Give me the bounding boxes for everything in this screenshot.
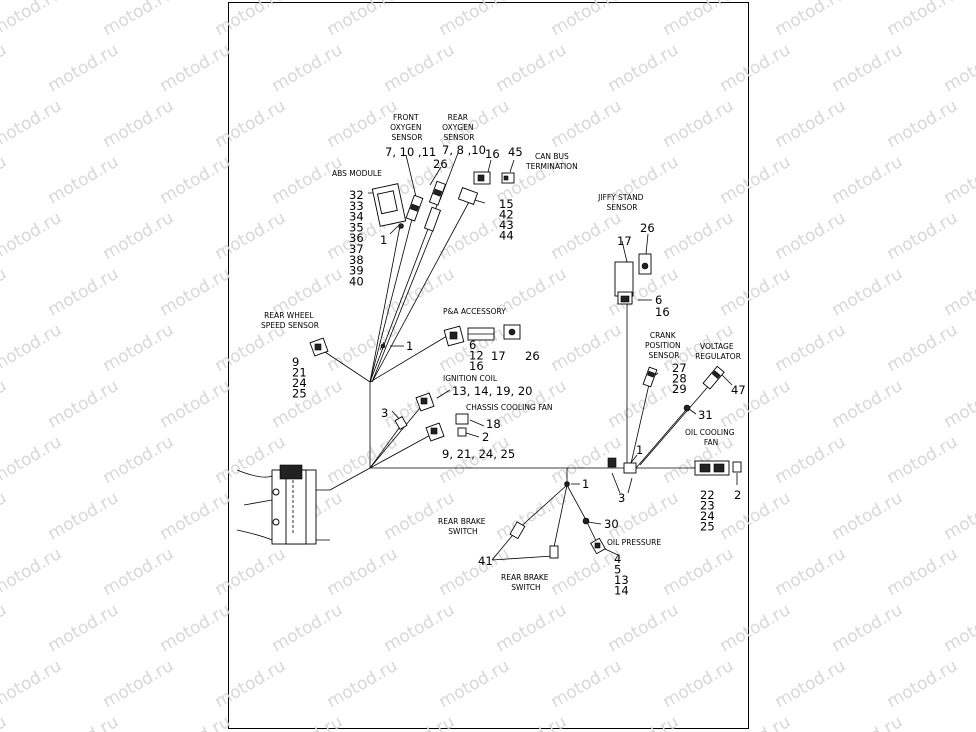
callout-18: 18 — [486, 417, 501, 431]
callout-wheel-speed-list: 9 21 24 25 — [292, 355, 310, 401]
front-oxygen-sensor-label: FRONT OXYGEN SENSOR — [390, 113, 424, 142]
voltage-regulator-connector — [702, 365, 725, 390]
abs-module-label: ABS MODULE — [332, 169, 382, 178]
voltage-regulator-label: VOLTAGE REGULATOR — [695, 342, 741, 361]
callout-oil-fan-list: 22 23 24 25 — [700, 488, 718, 534]
callout-30: 30 — [604, 517, 619, 531]
jiffy-stand-sensor-label: JIFFY STAND SENSOR — [597, 193, 646, 212]
callout-1-abs: 1 — [380, 233, 387, 247]
callout-pa-26: 26 — [525, 349, 540, 363]
callout-ignition: 13, 14, 19, 20 — [452, 384, 532, 398]
oil-cooling-fan-label: OIL COOLING FAN — [685, 428, 737, 447]
chassis-cooling-fan-label: CHASSIS COOLING FAN — [466, 403, 553, 412]
callout-chassis-fan: 9, 21, 24, 25 — [442, 447, 515, 461]
rear-wheel-speed-sensor — [309, 337, 329, 357]
callout-oil-pressure-list: 4 5 13 14 — [614, 552, 632, 598]
oil-cooling-fan-connector — [694, 460, 742, 476]
crank-position-sensor-label: CRANK POSITION SENSOR — [645, 331, 683, 360]
misc-fasteners — [379, 341, 691, 525]
callout-1-right: 1 — [636, 443, 643, 457]
callout-26-top: 26 — [433, 157, 448, 171]
callout-jiffy-26: 26 — [640, 221, 655, 235]
leader-lines — [368, 152, 738, 556]
rear-wheel-speed-sensor-label: REAR WHEEL SPEED SENSOR — [261, 311, 319, 330]
watermark-text: motod.ru — [0, 712, 10, 732]
callout-41: 41 — [478, 554, 493, 568]
crank-position-sensor — [642, 366, 658, 388]
callout-abs-list: 32 33 34 35 36 37 38 39 40 — [349, 188, 367, 288]
front-oxygen-sensor — [405, 194, 424, 222]
rear-brake-switch-bottom-label: REAR BRAKE SWITCH — [501, 573, 551, 592]
callout-1-mid: 1 — [406, 339, 413, 353]
callout-jiffy-17: 17 — [617, 234, 632, 248]
callout-1-center: 1 — [582, 477, 589, 491]
callout-rear-o2: 7, 8 ,10 — [442, 143, 486, 157]
callout-crank-list: 27 28 29 — [672, 361, 690, 396]
oil-pressure-sensor — [590, 537, 606, 555]
diagram-frame — [228, 2, 749, 729]
ignition-coil-label: IGNITION COIL — [443, 374, 498, 383]
oil-pressure-label: OIL PRESSURE — [607, 538, 661, 547]
callout-can-list: 15 42 43 44 — [499, 197, 517, 243]
callout-16-top: 16 — [485, 147, 500, 161]
can-bus-termination-label: CAN BUS TERMINATION — [525, 152, 578, 171]
callout-pa-list: 6 12 16 — [469, 338, 487, 373]
callout-45: 45 — [508, 145, 523, 159]
rear-oxygen-sensor-label: REAR OXYGEN SENSOR — [442, 113, 476, 142]
callout-47: 47 — [731, 383, 746, 397]
pa-accessory-label: P&A ACCESSORY — [443, 307, 506, 316]
callout-2-chassis: 2 — [482, 430, 489, 444]
component-labels: FRONT OXYGEN SENSOR REAR OXYGEN SENSOR C… — [261, 113, 741, 592]
frame-bracket — [236, 464, 330, 545]
harness-wires — [321, 199, 713, 561]
abs-module — [371, 183, 407, 229]
rear-oxygen-sensor — [423, 180, 447, 232]
callout-2-right: 2 — [734, 488, 741, 502]
callout-3-bottom: 3 — [618, 491, 625, 505]
rear-brake-switches — [509, 521, 559, 559]
rear-brake-switch-left-label: REAR BRAKE SWITCH — [438, 517, 488, 536]
ignition-coil-connector — [415, 392, 435, 412]
callout-jiffy-6-16: 6 16 — [655, 293, 670, 319]
chassis-cooling-fan-connectors — [394, 413, 469, 442]
can-connectors — [457, 171, 515, 205]
jiffy-stand-sensor — [614, 253, 652, 305]
callout-pa-17: 17 — [491, 349, 506, 363]
callout-31: 31 — [698, 408, 713, 422]
pa-accessory-connectors — [443, 324, 521, 347]
callout-3-left: 3 — [381, 406, 388, 420]
callout-numbers: 7, 10 ,11 7, 8 ,10 16 45 26 32 33 34 35 … — [292, 143, 746, 598]
callout-front-o2: 7, 10 ,11 — [385, 145, 436, 159]
